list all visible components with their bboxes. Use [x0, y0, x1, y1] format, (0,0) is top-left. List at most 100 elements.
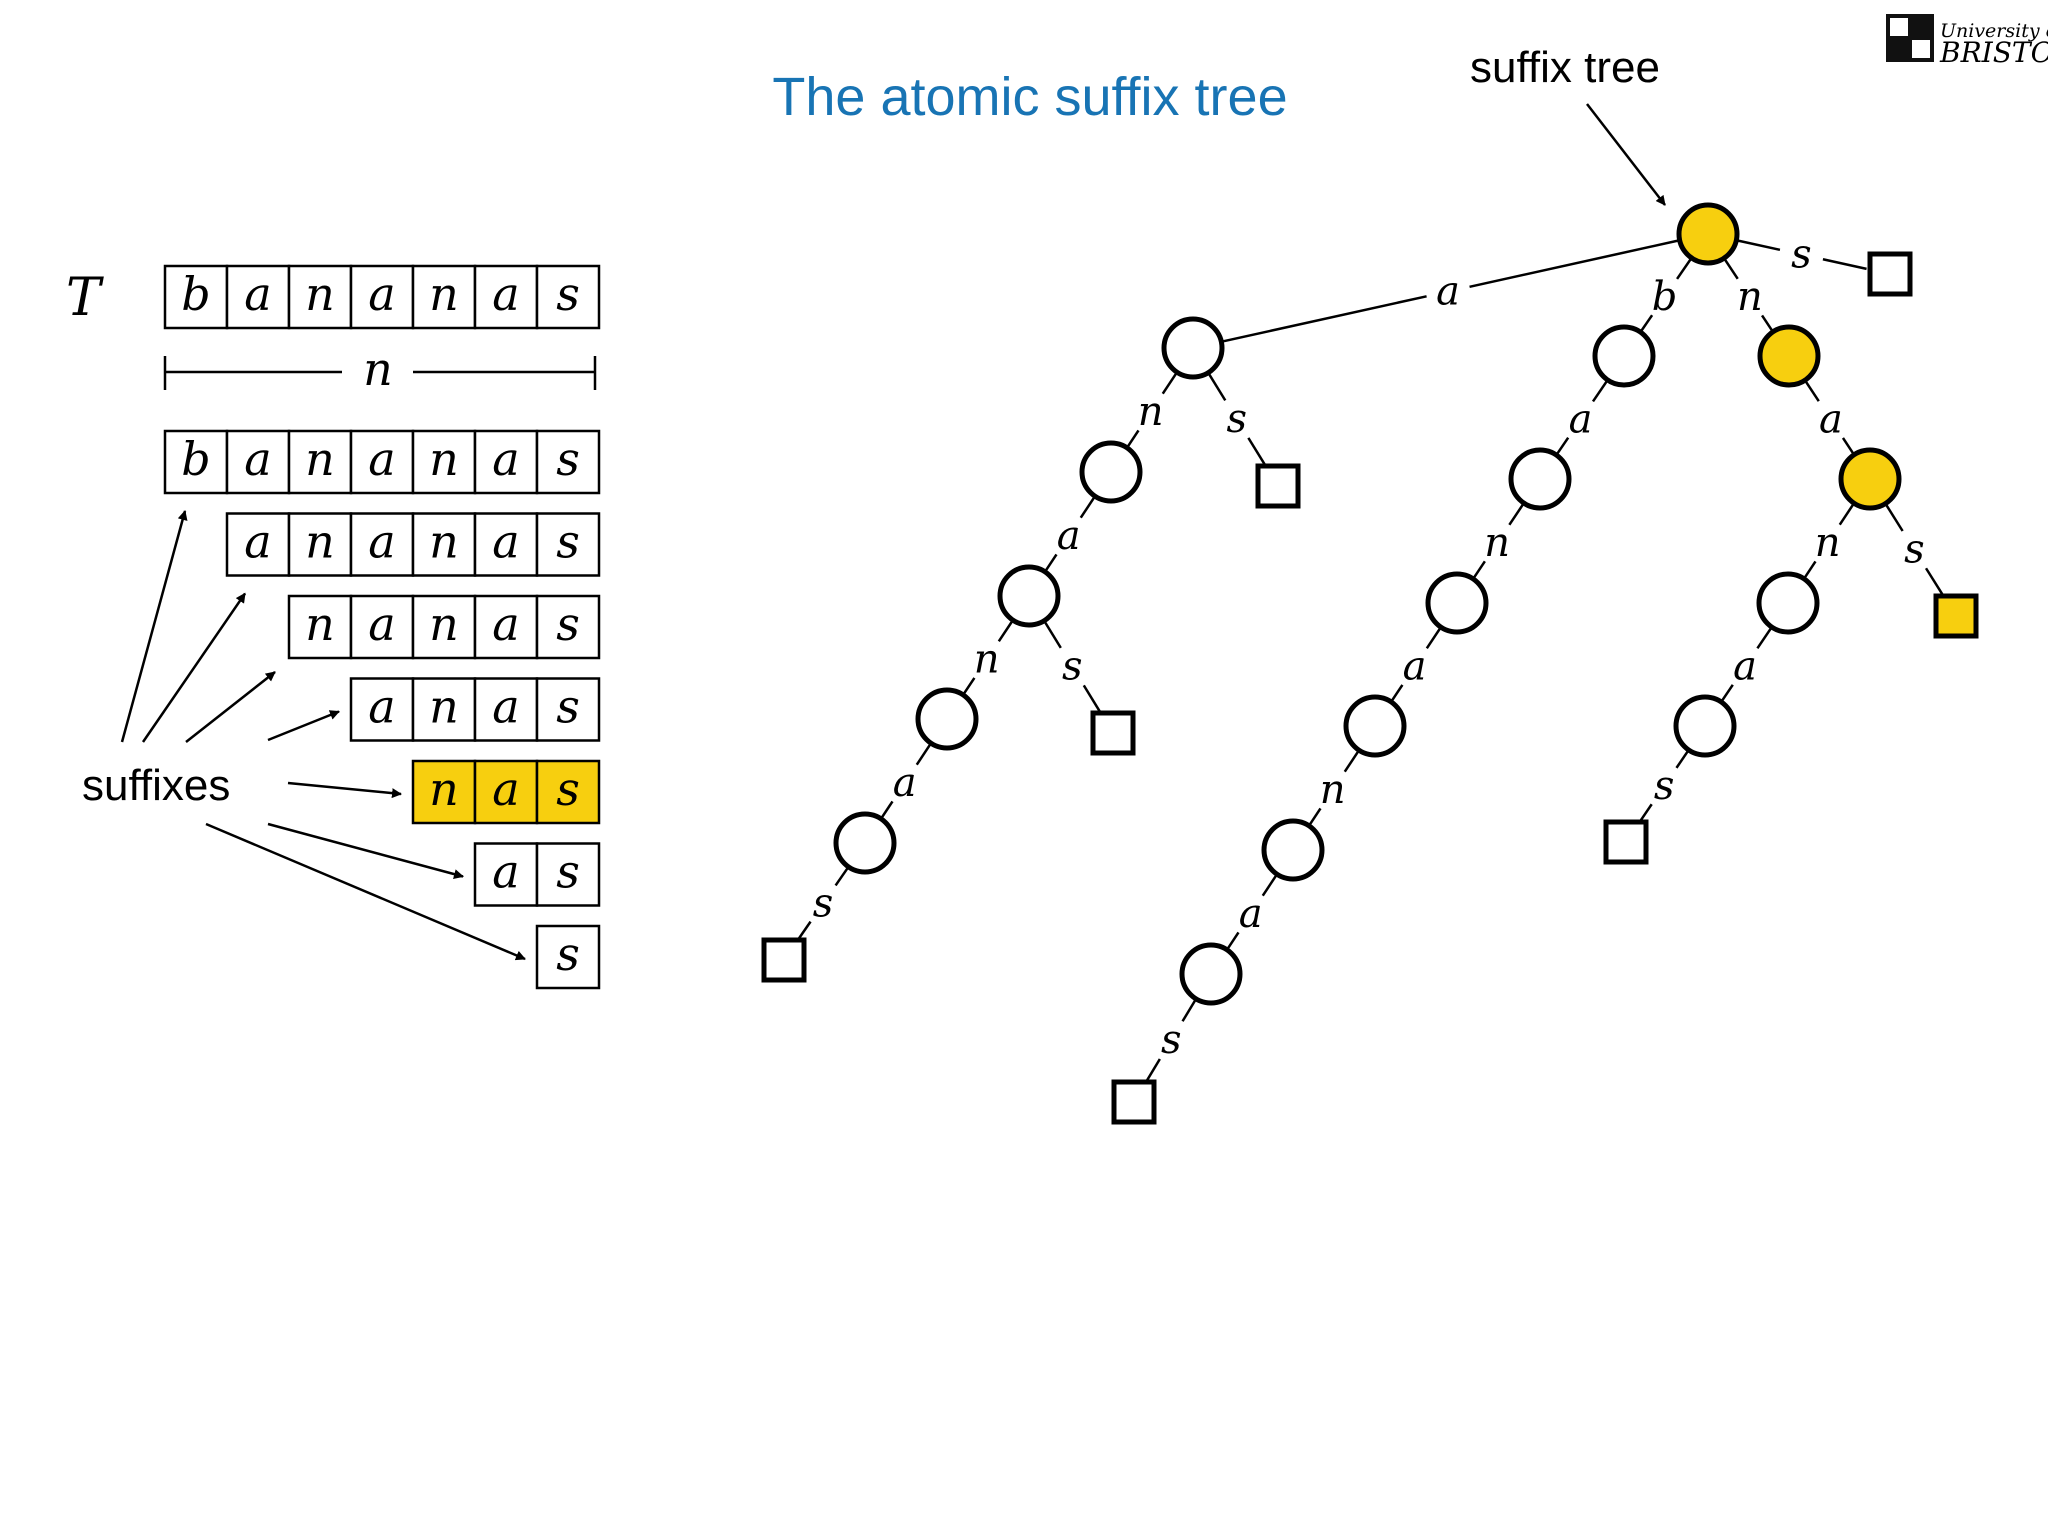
letter-glyph: a — [368, 597, 395, 651]
tree-node — [1161, 316, 1225, 380]
edge-label: n — [1484, 520, 1510, 566]
logo-line-2: BRISTOL — [1939, 36, 2048, 69]
tree-nodes — [761, 202, 1979, 1125]
letter-cell — [473, 264, 539, 330]
length-label: n — [363, 342, 393, 396]
letter-glyph: n — [305, 267, 335, 321]
tree-edge — [1425, 626, 1442, 649]
edge-label: a — [1733, 644, 1757, 690]
letter-cell — [287, 264, 353, 330]
letter-cell — [163, 264, 229, 330]
letter-cell — [411, 429, 477, 495]
tree-edge — [997, 619, 1014, 642]
letter-glyph: a — [244, 515, 271, 569]
tree-edge — [1736, 239, 1781, 252]
edge-label: s — [813, 881, 834, 927]
tree-edge — [1638, 803, 1653, 823]
suffix-arrow — [267, 710, 340, 742]
letter-glyph: s — [556, 267, 580, 321]
edge-label: n — [1138, 389, 1164, 435]
letter-glyph: n — [305, 432, 335, 486]
letter-cell — [163, 429, 229, 495]
letter-cell — [287, 594, 353, 660]
tree-edge — [1181, 998, 1198, 1022]
edge-label: a — [1436, 269, 1460, 315]
edge-label: b — [1652, 274, 1678, 320]
letter-glyph: a — [492, 267, 519, 321]
letter-cell — [225, 512, 291, 577]
letter-cell — [535, 264, 601, 330]
letter-cell — [287, 429, 353, 495]
letter-glyph: s — [556, 680, 580, 734]
letter-glyph: n — [429, 432, 459, 486]
letter-cell — [535, 842, 601, 907]
tree-label-arrow — [1586, 103, 1666, 206]
tree-label: suffix tree — [1470, 43, 1660, 92]
letter-cell — [535, 512, 601, 577]
tree-edge — [1043, 620, 1062, 649]
tree-edge — [1803, 379, 1820, 402]
tree-edge — [1675, 749, 1690, 769]
tree-leaf — [1867, 251, 1913, 297]
tree-leaf — [1603, 819, 1649, 865]
letter-glyph: n — [305, 515, 335, 569]
letter-glyph: a — [492, 597, 519, 651]
letter-glyph: b — [181, 267, 210, 321]
edge-label: s — [1227, 396, 1248, 442]
letter-glyph: s — [556, 597, 580, 651]
tree-leaf — [1090, 710, 1136, 756]
tree-edge — [1261, 873, 1279, 897]
tree-node — [1592, 324, 1656, 388]
letter-cell — [473, 842, 539, 907]
tree-edge — [1822, 258, 1867, 271]
letter-glyph: n — [429, 267, 459, 321]
tree-edge — [1082, 684, 1102, 714]
tree-edge — [1924, 567, 1945, 597]
edge-label: s — [1062, 644, 1083, 690]
letter-cell — [349, 677, 415, 742]
tree-edge — [1247, 437, 1267, 467]
letter-cell — [349, 264, 415, 330]
tree-node — [833, 811, 897, 875]
edge-label: n — [1737, 274, 1763, 320]
letter-glyph: a — [368, 432, 395, 486]
tree-edge — [1676, 257, 1693, 280]
letter-cell — [411, 512, 477, 577]
tree-node — [1756, 571, 1820, 635]
edge-label: s — [1904, 527, 1925, 573]
edge-label: s — [1654, 763, 1675, 809]
letter-glyph: a — [244, 267, 271, 321]
letter-cell — [411, 264, 477, 330]
letter-glyph: s — [556, 762, 580, 816]
tree-node — [1261, 818, 1325, 882]
tree-node — [997, 564, 1061, 628]
university-logo: University of BRISTOL — [1886, 14, 2048, 69]
suffix-arrows — [120, 510, 526, 961]
tree-edge — [796, 920, 812, 941]
tree-edge — [834, 866, 850, 887]
letter-glyph: s — [556, 927, 580, 981]
text-variable: T — [66, 268, 104, 328]
tree-node — [1757, 324, 1821, 388]
edge-label: s — [1161, 1017, 1182, 1063]
tree-node — [1179, 942, 1243, 1006]
tree-node — [1838, 447, 1902, 511]
edge-label: a — [1403, 644, 1427, 690]
tree-node — [1508, 447, 1572, 511]
suffixes-label: suffixes — [82, 761, 230, 810]
slide-title: The atomic suffix tree — [772, 67, 1287, 127]
suffix-arrow — [287, 781, 402, 799]
tree-edge — [1722, 257, 1739, 280]
letter-glyph: n — [305, 597, 335, 651]
letter-cell — [349, 512, 415, 577]
tree-edge — [1161, 371, 1179, 395]
letter-glyph: n — [429, 680, 459, 734]
tree-edge — [915, 742, 933, 766]
edge-label: a — [893, 760, 917, 806]
tree-node — [1425, 571, 1489, 635]
